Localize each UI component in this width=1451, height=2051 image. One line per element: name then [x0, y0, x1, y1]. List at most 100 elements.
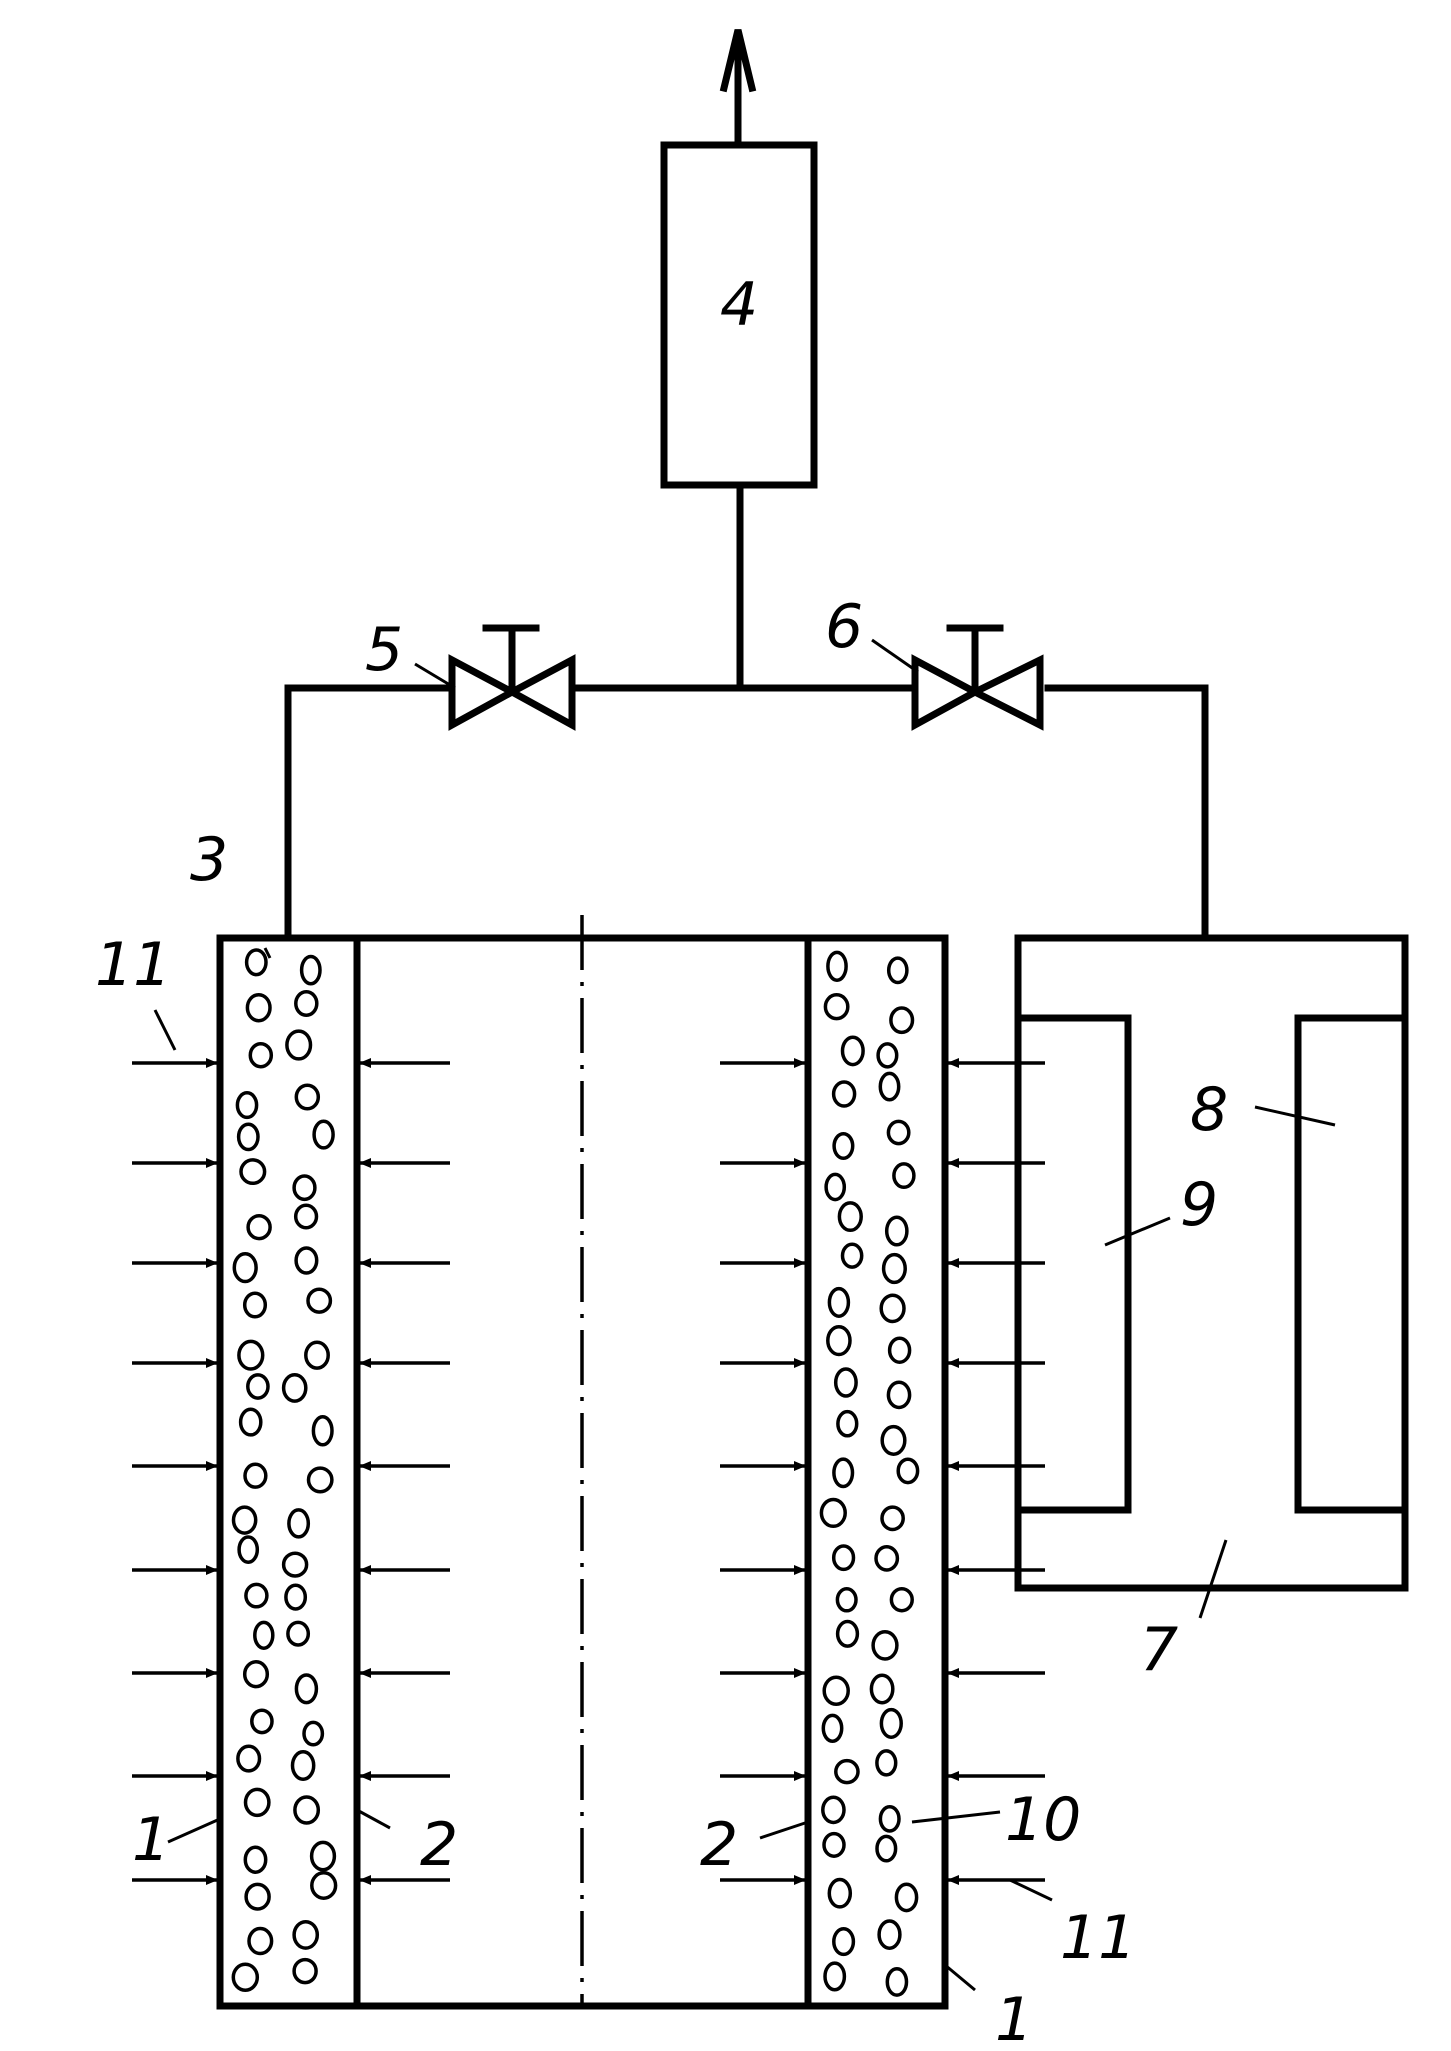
granule [237, 1093, 256, 1118]
granule [294, 1176, 315, 1199]
granule [836, 1369, 856, 1396]
granule [312, 1842, 335, 1869]
granule [824, 1834, 844, 1857]
granule [834, 1546, 854, 1569]
granule [823, 1797, 844, 1822]
granule [295, 1797, 318, 1823]
granule [829, 1880, 850, 1907]
granule [888, 1382, 909, 1407]
granule [246, 1789, 269, 1815]
granule [313, 1417, 332, 1445]
granule [843, 1244, 862, 1267]
granule [302, 957, 320, 984]
granule [825, 995, 847, 1019]
granule [834, 1082, 855, 1106]
leader-lines [155, 640, 1335, 1990]
granule [284, 1553, 307, 1576]
granule [246, 1584, 267, 1606]
label-8: 8 [1190, 1075, 1228, 1145]
piping [288, 485, 1205, 935]
granule [838, 1622, 858, 1647]
granule [239, 1341, 263, 1369]
granule [312, 1873, 336, 1898]
granule [836, 1761, 858, 1783]
granule [826, 1174, 844, 1199]
granule [881, 1295, 904, 1321]
granule [234, 1254, 256, 1282]
granule [241, 1160, 265, 1183]
granule [245, 1464, 266, 1487]
granule [890, 1338, 910, 1362]
granule [823, 1715, 841, 1741]
granule [891, 1589, 912, 1611]
granule [306, 1342, 328, 1368]
granule [248, 1216, 270, 1239]
granule [233, 1964, 257, 1990]
granule [891, 1008, 913, 1032]
granule [888, 1121, 908, 1143]
granule [873, 1632, 897, 1659]
granule [882, 1427, 905, 1455]
label-11-bottom: 11 [1060, 1903, 1136, 1973]
label-9: 9 [1180, 1170, 1218, 1240]
granule [821, 1500, 845, 1527]
granule [880, 1073, 898, 1099]
granule [296, 1085, 318, 1109]
valve-6 [915, 628, 1040, 725]
granule [296, 992, 317, 1015]
granule [877, 1836, 896, 1860]
label-3: 3 [190, 825, 228, 895]
granule [246, 1884, 269, 1909]
valve-5 [452, 628, 572, 725]
granule [255, 1622, 273, 1648]
heater-unit-7 [1018, 938, 1405, 1588]
granule [245, 1662, 268, 1687]
granule [289, 1510, 308, 1537]
label-1-right: 1 [995, 1985, 1033, 2051]
granule [249, 1929, 272, 1954]
granule [829, 1289, 848, 1317]
granule [309, 1468, 332, 1492]
granule [894, 1164, 914, 1187]
granule [887, 1969, 906, 1995]
granule [245, 1293, 266, 1317]
granule [234, 1507, 256, 1533]
granule [880, 1807, 899, 1831]
granule [294, 1960, 316, 1983]
granule [248, 1375, 268, 1398]
granule [834, 1929, 854, 1955]
granule [828, 952, 846, 980]
label-7: 7 [1140, 1615, 1178, 1685]
label-2-left: 2 [420, 1810, 458, 1880]
granule [838, 1412, 857, 1436]
granule [834, 1134, 853, 1158]
granule [288, 1622, 308, 1645]
granule [828, 1327, 850, 1355]
granule [877, 1751, 896, 1775]
label-10: 10 [1005, 1785, 1081, 1855]
granule [898, 1459, 917, 1482]
granule [881, 1710, 901, 1738]
granule [247, 995, 270, 1021]
granule [252, 1710, 272, 1732]
granule [286, 1585, 305, 1609]
granule [293, 1752, 314, 1779]
granule [314, 1121, 333, 1148]
granule [241, 1409, 261, 1435]
granule [287, 1031, 311, 1059]
granule [304, 1722, 322, 1744]
granule [296, 1205, 317, 1228]
granule [876, 1547, 897, 1570]
granule [834, 1459, 853, 1486]
label-1-left: 1 [132, 1805, 170, 1875]
granule [294, 1922, 317, 1948]
label-6: 6 [825, 592, 863, 662]
granule [296, 1675, 316, 1703]
granule [247, 950, 266, 975]
granule [825, 1963, 844, 1990]
granule [896, 1884, 916, 1910]
granule [889, 958, 907, 982]
label-4: 4 [720, 270, 758, 340]
label-5: 5 [365, 615, 403, 685]
